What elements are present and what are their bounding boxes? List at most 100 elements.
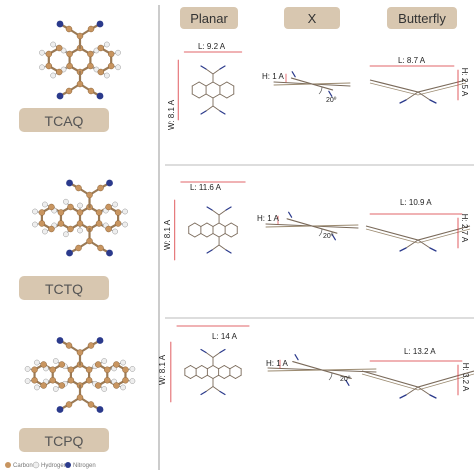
cyano-line bbox=[225, 249, 232, 254]
bond-line bbox=[212, 365, 220, 370]
hydrogen-atom bbox=[34, 384, 40, 391]
bond-line bbox=[205, 81, 214, 87]
cyano-line bbox=[219, 348, 226, 354]
carbon-atom bbox=[85, 377, 93, 384]
header-x: X bbox=[284, 7, 340, 29]
bond-line bbox=[206, 233, 214, 238]
bond-line bbox=[201, 365, 208, 370]
bond-line bbox=[206, 222, 214, 227]
hydrogen-atom bbox=[39, 64, 45, 71]
cyano-line bbox=[206, 206, 213, 211]
hydrogen-atom bbox=[129, 378, 136, 384]
carbon-atom bbox=[67, 225, 74, 233]
bond-line bbox=[417, 239, 431, 249]
bond-line bbox=[205, 352, 214, 358]
cyano-line bbox=[429, 394, 437, 399]
cyano-line bbox=[219, 110, 226, 115]
bond-line bbox=[184, 374, 191, 379]
bond-line bbox=[194, 233, 202, 238]
carbon-atom bbox=[95, 220, 103, 227]
carbon-atom bbox=[75, 184, 82, 192]
carbon-atom bbox=[107, 62, 115, 70]
butterfly-wing bbox=[369, 79, 467, 93]
hydrogen-atom bbox=[112, 201, 118, 208]
x-angle-tcpq: 20º bbox=[340, 376, 351, 383]
bond-line bbox=[226, 81, 235, 87]
x-structure-tctq bbox=[265, 211, 359, 241]
bond-line bbox=[190, 374, 197, 379]
molecule-name-tctq: TCTQ bbox=[45, 281, 83, 297]
butterfly-structure-tcaq bbox=[369, 65, 467, 104]
carbon-atom bbox=[87, 50, 94, 58]
planar-structure-tctq bbox=[174, 181, 246, 261]
carbon-atom bbox=[114, 220, 122, 227]
planar-width-tcpq: W: 8.1 A bbox=[158, 354, 167, 385]
hydrogen-atom bbox=[24, 378, 31, 384]
cyano-line bbox=[200, 110, 207, 115]
carbon-atom bbox=[76, 220, 84, 227]
cyano-line bbox=[206, 249, 213, 254]
bond-line bbox=[194, 222, 202, 227]
carbon-atom bbox=[97, 68, 105, 76]
molecule-name-tcaq: TCAQ bbox=[45, 113, 84, 129]
bond-line bbox=[212, 386, 221, 392]
planar-length-tctq: L: 11.6 A bbox=[190, 183, 222, 192]
molecule-3d-tctq bbox=[32, 179, 128, 257]
carbon-atom bbox=[65, 401, 73, 408]
bond-line bbox=[205, 68, 214, 75]
planar-length-tcaq: L: 9.2 A bbox=[198, 42, 226, 51]
carbon-atom bbox=[76, 394, 84, 401]
hydrogen-atom bbox=[42, 201, 48, 208]
carbon-atom bbox=[55, 68, 63, 76]
carbon-atom bbox=[58, 382, 66, 389]
bond-line bbox=[212, 222, 220, 227]
bond-line bbox=[218, 365, 225, 370]
x-tilt-line bbox=[290, 77, 334, 91]
carbon-atom bbox=[87, 62, 94, 70]
bond-line bbox=[211, 209, 220, 216]
hydrogen-atom bbox=[112, 228, 118, 235]
bond-line bbox=[191, 81, 200, 87]
carbon-atom bbox=[67, 203, 74, 211]
bond-line bbox=[212, 105, 221, 112]
bond-line bbox=[229, 374, 236, 379]
bond-line bbox=[201, 374, 208, 379]
carbon-atom bbox=[67, 377, 75, 384]
carbon-atom bbox=[38, 220, 46, 227]
bond-line bbox=[188, 222, 196, 227]
molecule-name-tcpq: TCPQ bbox=[45, 433, 84, 449]
hydrogen-atom bbox=[52, 358, 59, 364]
bond-line bbox=[198, 81, 207, 87]
carbon-atom bbox=[31, 366, 38, 373]
carbon-atom bbox=[114, 209, 122, 216]
carbon-atom bbox=[40, 361, 47, 368]
nitrogen-legend-swatch bbox=[65, 462, 71, 468]
x-angle-tctq: 20º bbox=[323, 233, 334, 240]
hydrogen-atom bbox=[120, 359, 126, 366]
carbon-atom bbox=[97, 44, 105, 52]
carbon-atom bbox=[95, 209, 103, 216]
hydrogen-atom bbox=[103, 41, 110, 48]
nitrogen-atom bbox=[56, 337, 64, 344]
bond-line bbox=[235, 365, 242, 370]
legend-carbon-label: Carbon bbox=[13, 463, 33, 469]
x-height-tctq: H: 1 A bbox=[257, 214, 279, 223]
hydrogen-atom bbox=[50, 41, 57, 48]
carbon-atom bbox=[45, 50, 53, 58]
molecule-3d-tcpq bbox=[24, 337, 136, 413]
cyano-line bbox=[294, 354, 299, 361]
planar-length-tcpq: L: 14 A bbox=[212, 332, 238, 341]
bond-line bbox=[205, 93, 214, 99]
bond-line bbox=[218, 244, 227, 251]
hydrogen-atom bbox=[122, 208, 128, 215]
molecule-label-tctq: TCTQ bbox=[19, 276, 109, 300]
bond-line bbox=[405, 386, 419, 396]
x-structure-tcpq bbox=[267, 354, 377, 386]
nitrogen-atom bbox=[66, 179, 73, 187]
butterfly-wing bbox=[369, 82, 467, 96]
hydrogen-atom bbox=[63, 231, 69, 238]
carbon-atom bbox=[113, 361, 120, 368]
bond-line bbox=[224, 233, 232, 238]
carbon-atom bbox=[75, 244, 82, 252]
hydrogen-atom bbox=[32, 221, 38, 228]
